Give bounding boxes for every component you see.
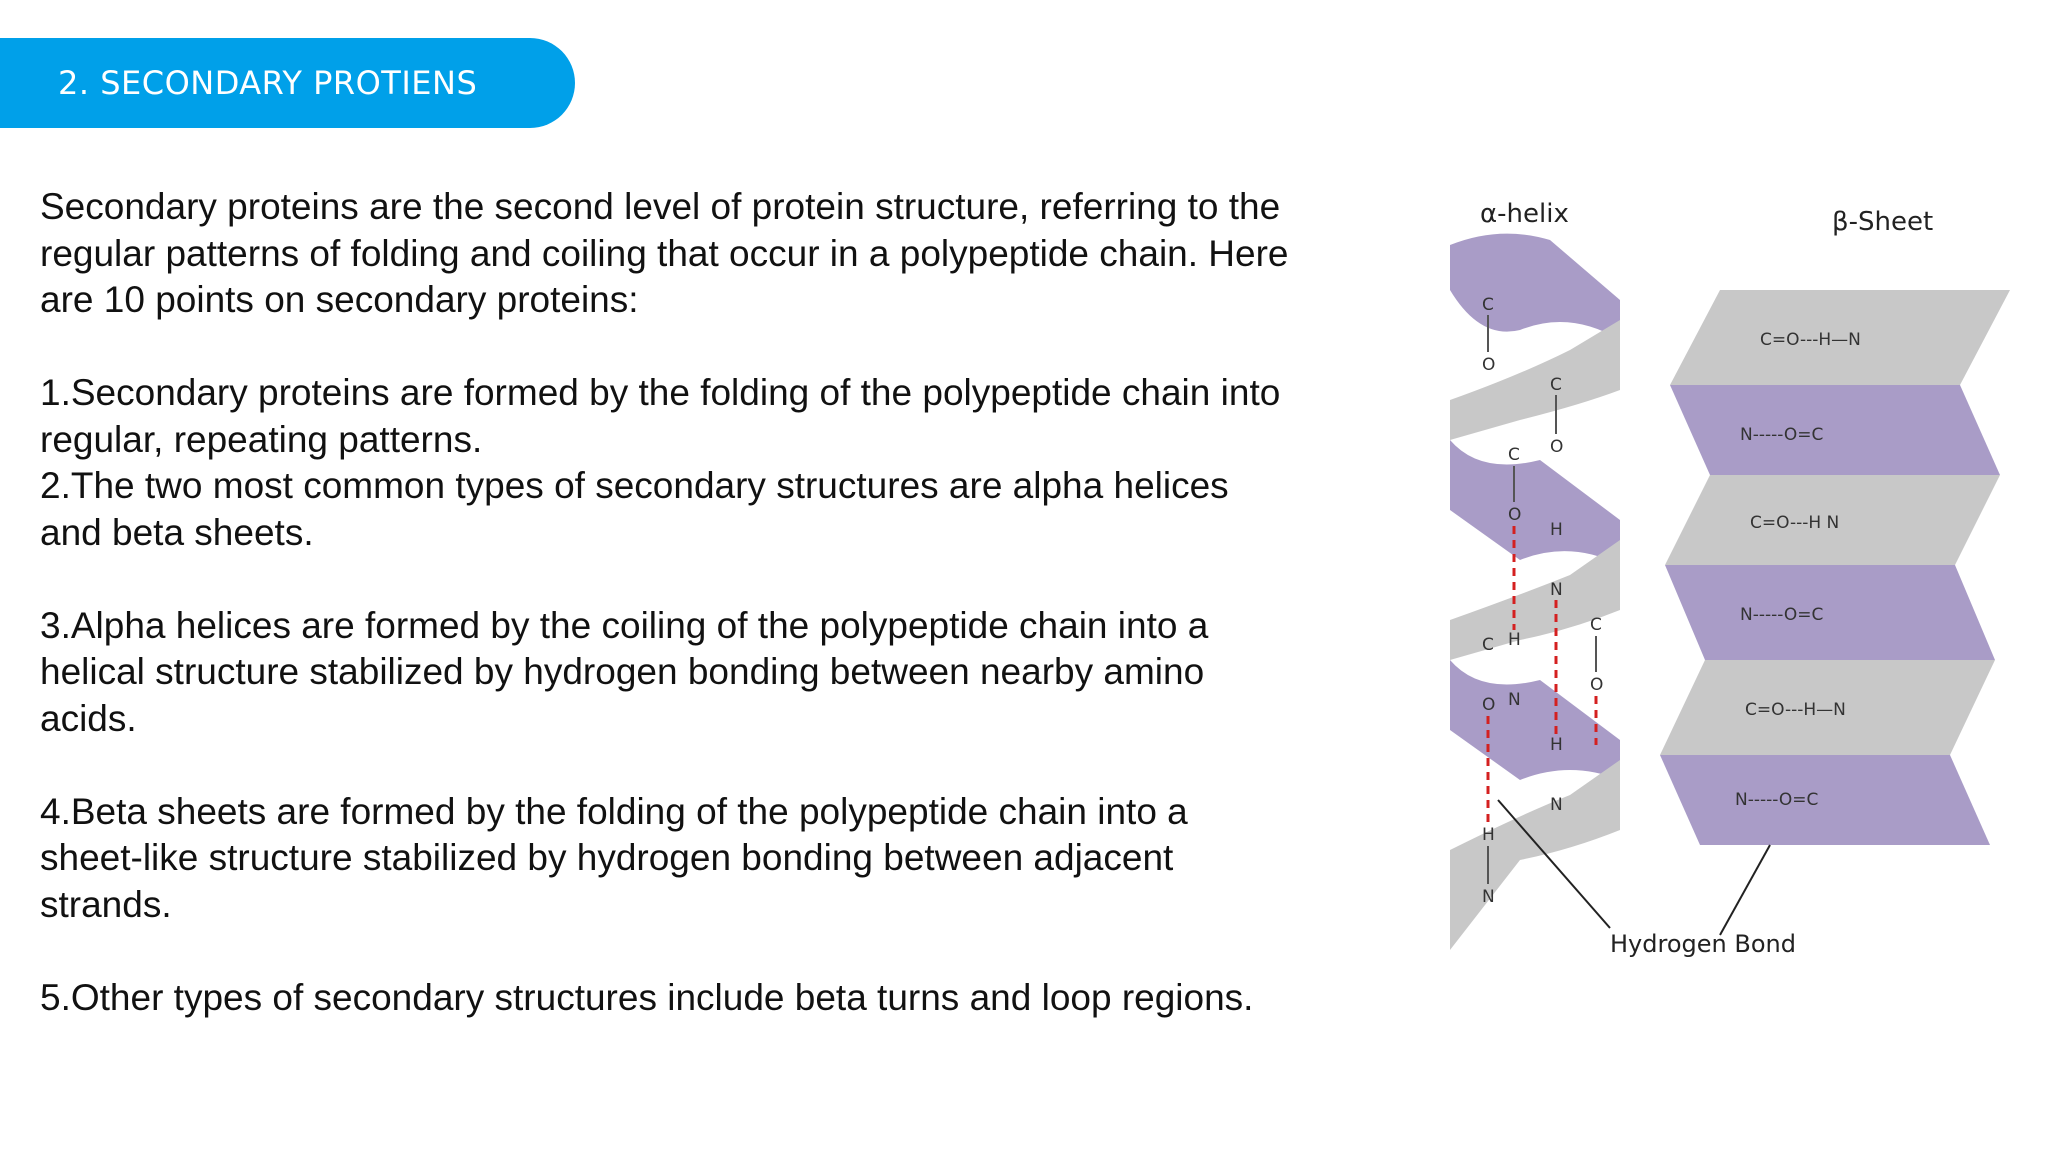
hydrogen-bond-label: Hydrogen Bond: [1610, 930, 1796, 958]
atom-label: C: [1482, 635, 1494, 655]
hydrogen-bond-pointer: [1497, 799, 1611, 929]
alpha-helix-ribbon: [1450, 233, 1620, 950]
atom-label: O: [1590, 675, 1603, 695]
atom-label: C: [1590, 615, 1602, 635]
sheet-bond-row: N-----O=C: [1740, 425, 1823, 445]
helix-segment-gray: [1450, 320, 1620, 440]
sheet-strand-purple: [1670, 385, 2000, 475]
sheet-bond-row: C=O---H N: [1750, 513, 1839, 533]
atom-label: O: [1482, 355, 1495, 375]
atom-label: N: [1482, 887, 1495, 907]
helix-segment-gray: [1450, 760, 1620, 950]
point-4: 4.Beta sheets are formed by the folding …: [40, 790, 1188, 925]
body-text: Secondary proteins are the second level …: [40, 184, 1300, 1021]
sheet-strand-gray: [1665, 475, 2000, 565]
diagram-svg: α-helix β-Sheet C O C O C O H N C O H N …: [1450, 199, 2010, 958]
protein-structure-diagram: α-helix β-Sheet C O C O C O H N C O H N …: [1420, 190, 2020, 970]
helix-atoms: C O C O C O H N C O H N C O H N H N: [1482, 295, 1603, 907]
sheet-bond-row: C=O---H—N: [1760, 330, 1861, 350]
point-3: 3.Alpha helices are formed by the coilin…: [40, 604, 1209, 739]
sheet-strand-gray: [1670, 290, 2010, 385]
sheet-bond-row: N-----O=C: [1735, 790, 1818, 810]
atom-label: H: [1482, 825, 1495, 845]
point-2: 2.The two most common types of secondary…: [40, 465, 1229, 553]
beta-sheet-label: β-Sheet: [1832, 207, 1933, 237]
sheet-bond-row: N-----O=C: [1740, 605, 1823, 625]
sheet-bond-row: C=O---H—N: [1745, 700, 1846, 720]
helix-segment-purple: [1450, 440, 1620, 565]
helix-segment-purple: [1450, 233, 1620, 340]
helix-segment-purple: [1450, 660, 1620, 780]
intro-paragraph: Secondary proteins are the second level …: [40, 186, 1289, 320]
sheet-strand-purple: [1660, 755, 1990, 845]
atom-label: H: [1550, 735, 1563, 755]
title-banner: 2. SECONDARY PROTIENS: [0, 38, 575, 128]
helix-segment-gray: [1450, 540, 1620, 660]
alpha-helix-label: α-helix: [1480, 199, 1569, 229]
atom-label: O: [1508, 505, 1521, 525]
atom-label: N: [1508, 690, 1521, 710]
atom-label: H: [1550, 520, 1563, 540]
atom-label: O: [1550, 437, 1563, 457]
atom-label: N: [1550, 580, 1563, 600]
sheet-strand-purple: [1665, 565, 1995, 660]
slide-title: 2. SECONDARY PROTIENS: [58, 64, 478, 102]
atom-label: C: [1550, 375, 1562, 395]
atom-label: O: [1482, 695, 1495, 715]
point-1: 1.Secondary proteins are formed by the f…: [40, 372, 1281, 460]
point-5: 5.Other types of secondary structures in…: [40, 976, 1254, 1018]
atom-label: N: [1550, 795, 1563, 815]
atom-label: C: [1482, 295, 1494, 315]
sheet-strand-gray: [1660, 660, 1995, 755]
atom-label: H: [1508, 630, 1521, 650]
atom-label: C: [1508, 445, 1520, 465]
hydrogen-bond-pointer: [1719, 844, 1771, 936]
beta-sheet: C=O---H—N N-----O=C C=O---H N N-----O=C …: [1660, 290, 2010, 845]
